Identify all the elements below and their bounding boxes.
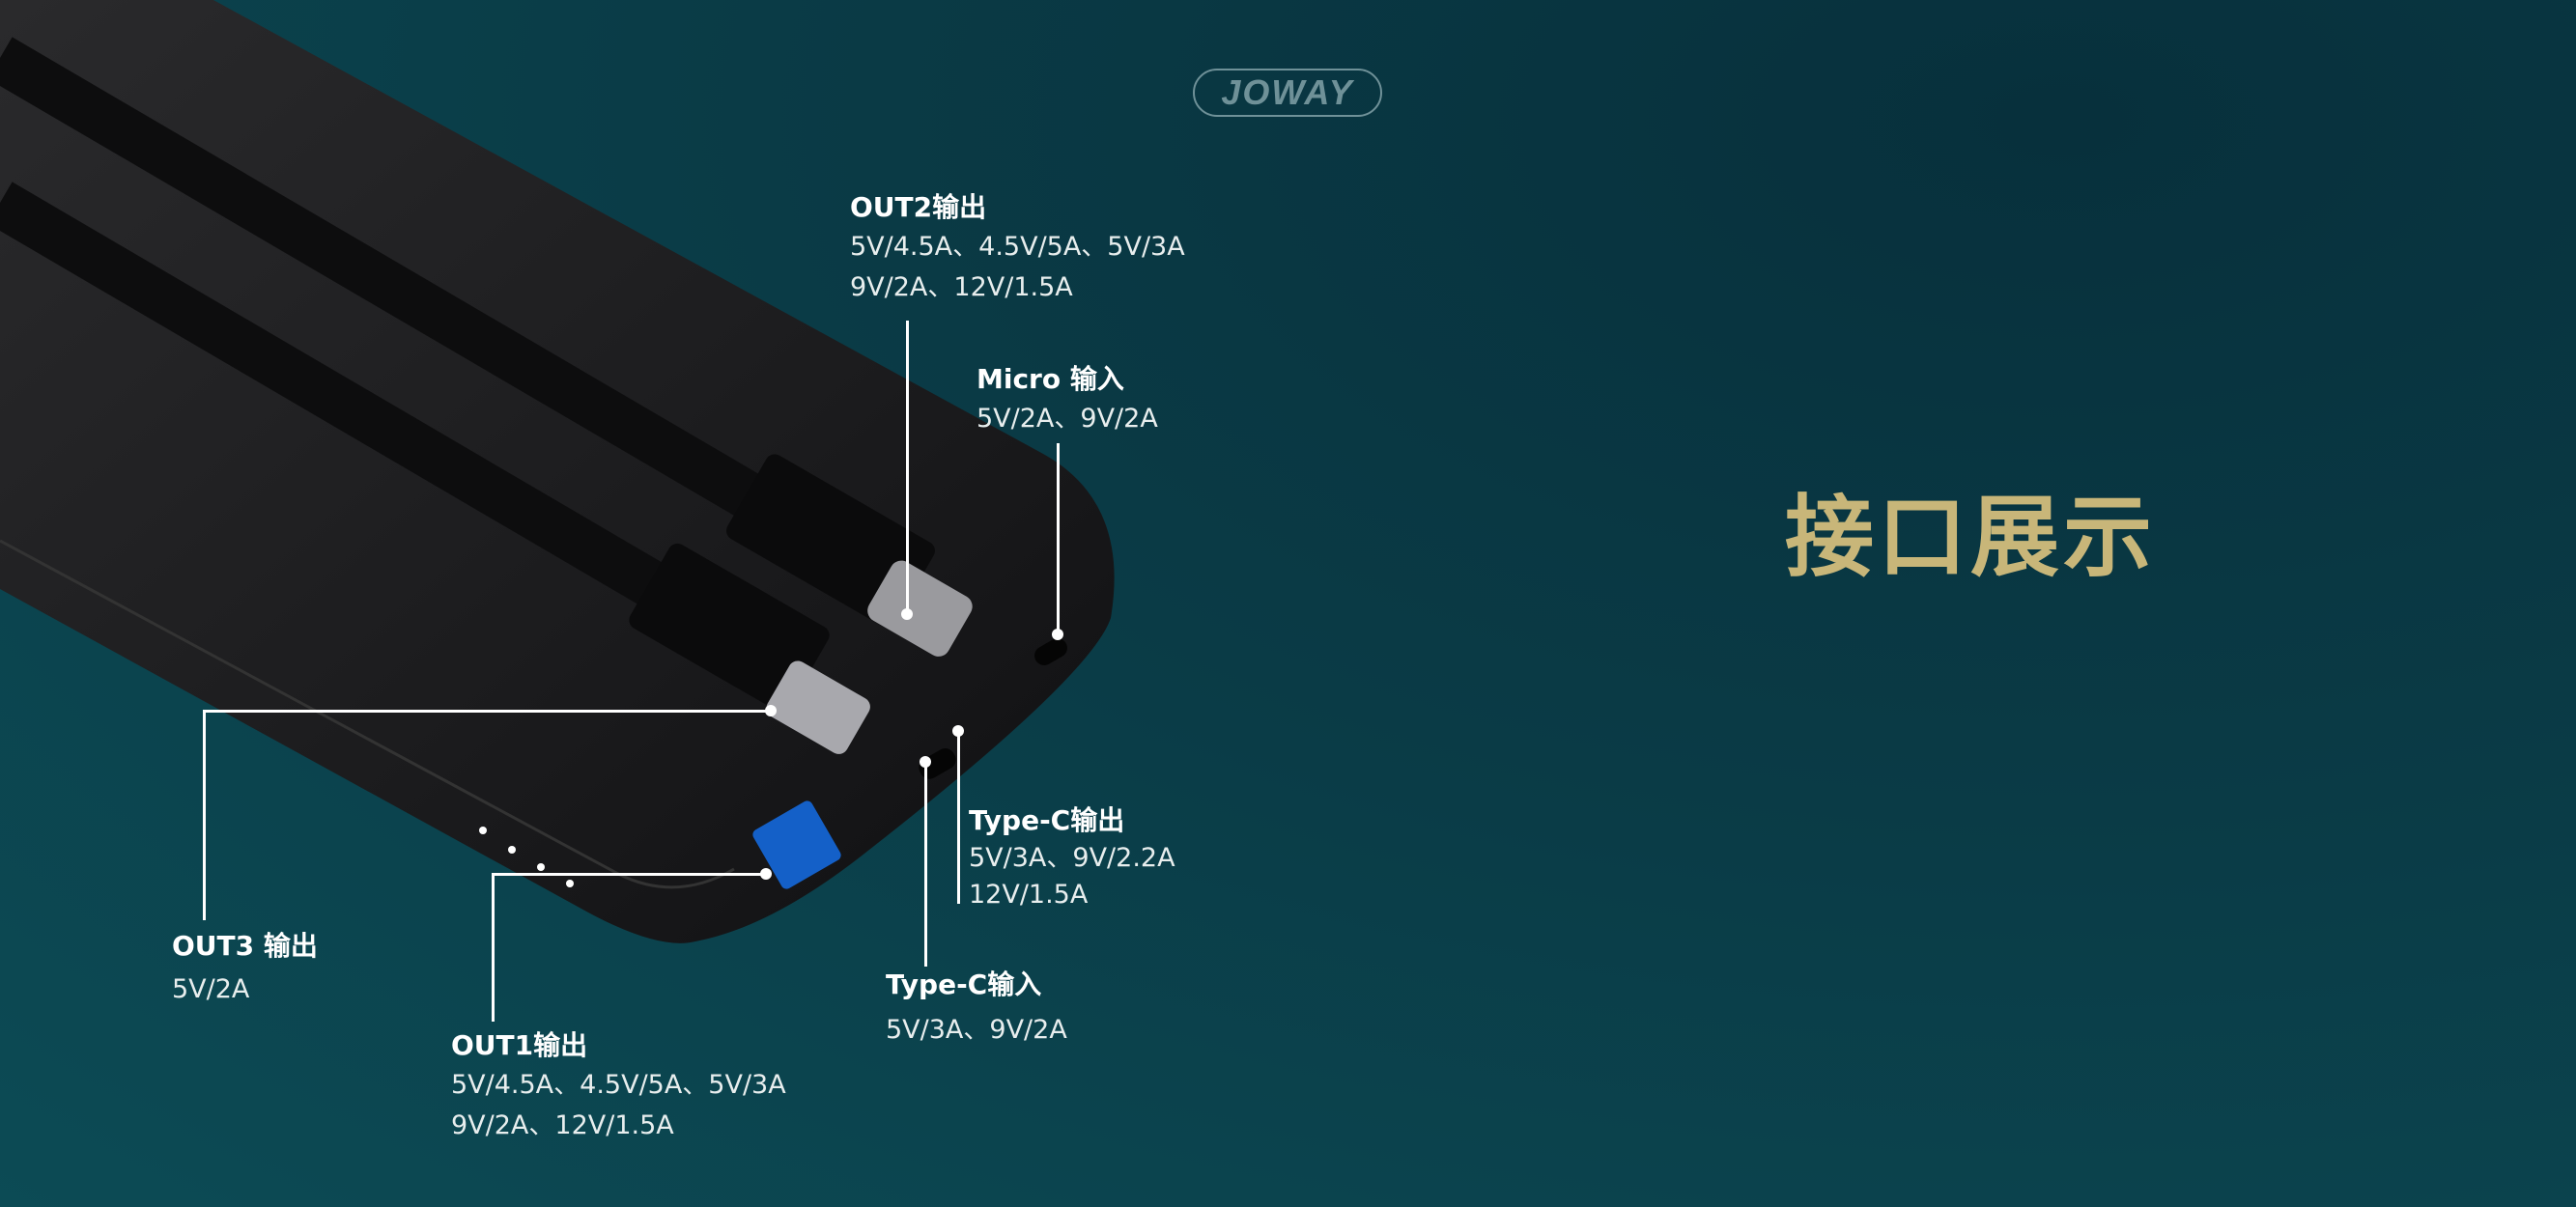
out2-leader <box>906 321 909 614</box>
typec-in-dot <box>920 756 931 768</box>
out3-label: OUT3 输出 5V/2A <box>172 927 318 1010</box>
typec-out-dot <box>952 725 964 737</box>
port-spec: 5V/3A、9V/2.2A <box>969 843 1175 873</box>
port-spec: 5V/2A、9V/2A <box>977 404 1158 434</box>
port-spec: 5V/3A、9V/2A <box>886 1015 1067 1045</box>
port-spec: 9V/2A、12V/1.5A <box>850 272 1073 302</box>
out1-dot <box>760 868 772 880</box>
typec-in-leader <box>924 762 927 967</box>
port-name: OUT2输出 <box>850 191 987 223</box>
port-spec: 9V/2A、12V/1.5A <box>451 1110 674 1140</box>
port-name: Type-C输入 <box>886 968 1042 1000</box>
typec-output-label: Type-C输出 5V/3A、9V/2.2A 12V/1.5A <box>969 801 1175 913</box>
out1-leader-v <box>492 873 495 1022</box>
out1-label: OUT1输出 5V/4.5A、4.5V/5A、5V/3A 9V/2A、12V/1… <box>451 1026 786 1146</box>
out3-dot <box>765 705 777 716</box>
port-name: Type-C输出 <box>969 804 1125 836</box>
port-spec: 12V/1.5A <box>969 880 1089 910</box>
port-name: OUT1输出 <box>451 1029 588 1061</box>
port-spec: 5V/2A <box>172 974 250 1004</box>
out2-label: OUT2输出 5V/4.5A、4.5V/5A、5V/3A 9V/2A、12V/1… <box>850 188 1185 308</box>
page-title: 接口展示 <box>1785 486 2157 589</box>
logo-text: JOWAY <box>1221 72 1354 112</box>
typec-out-leader <box>957 731 960 904</box>
out2-dot <box>901 608 913 620</box>
micro-dot <box>1052 629 1063 640</box>
typec-input-label: Type-C输入 5V/3A、9V/2A <box>886 966 1067 1051</box>
joway-logo: JOWAY <box>1193 69 1382 117</box>
out3-leader-v <box>203 710 206 920</box>
port-spec: 5V/4.5A、4.5V/5A、5V/3A <box>850 232 1185 262</box>
port-name: OUT3 输出 <box>172 930 318 962</box>
out1-leader-h <box>493 873 766 876</box>
port-spec: 5V/4.5A、4.5V/5A、5V/3A <box>451 1070 786 1100</box>
micro-input-label: Micro 输入 5V/2A、9V/2A <box>977 360 1158 439</box>
out3-leader-h <box>204 710 771 713</box>
micro-leader <box>1057 443 1060 634</box>
port-name: Micro 输入 <box>977 363 1124 395</box>
